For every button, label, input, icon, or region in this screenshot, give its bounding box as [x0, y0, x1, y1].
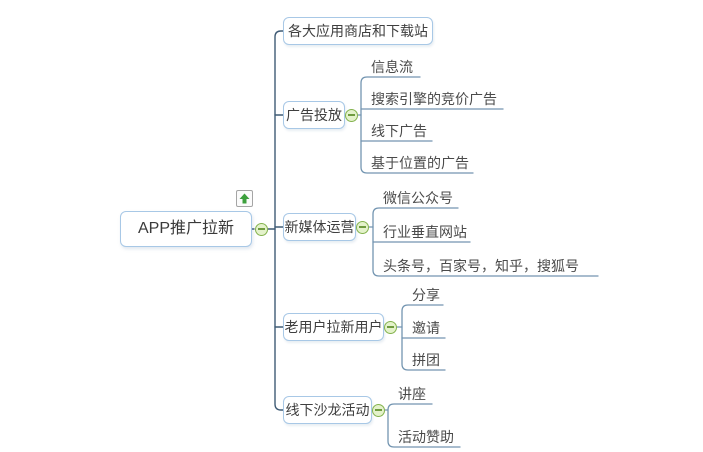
subtopic-offline-ads[interactable]: 线下广告 [371, 123, 427, 139]
branch-topic-app-stores[interactable]: 各大应用商店和下载站 [283, 17, 433, 45]
collapse-minus-icon[interactable] [371, 403, 385, 417]
minus-glyph [374, 409, 382, 411]
branch-topic-new-media[interactable]: 新媒体运营 [283, 213, 356, 241]
collapse-minus-icon[interactable] [383, 320, 397, 334]
branch-topic-offline-salon[interactable]: 线下沙龙活动 [283, 396, 372, 424]
minus-glyph [386, 326, 394, 328]
collapse-minus-icon[interactable] [344, 108, 358, 122]
collapse-minus-icon[interactable] [355, 220, 369, 234]
subtopic-share[interactable]: 分享 [412, 287, 440, 303]
subtopic-invite[interactable]: 邀请 [412, 320, 440, 336]
up-arrow-icon[interactable] [236, 190, 253, 207]
subtopic-wechat-official[interactable]: 微信公众号 [383, 190, 453, 206]
up-arrow-glyph [239, 193, 250, 204]
subtopic-search-bidding-ads[interactable]: 搜索引擎的竞价广告 [371, 91, 497, 107]
subtopic-info-feed[interactable]: 信息流 [371, 59, 413, 75]
minus-glyph [257, 228, 265, 230]
subtopic-event-sponsorship[interactable]: 活动赞助 [398, 429, 454, 445]
subtopic-location-ads[interactable]: 基于位置的广告 [371, 155, 469, 171]
root-topic[interactable]: APP推广拉新 [120, 211, 252, 247]
branch-topic-referral[interactable]: 老用户拉新用户 [283, 313, 384, 341]
minus-glyph [347, 114, 355, 116]
minus-glyph [358, 226, 366, 228]
branch-topic-ads[interactable]: 广告投放 [283, 101, 345, 129]
subtopic-content-platforms[interactable]: 头条号，百家号，知乎，搜狐号 [383, 258, 579, 274]
subtopic-group-buy[interactable]: 拼团 [412, 352, 440, 368]
subtopic-lecture[interactable]: 讲座 [398, 386, 426, 402]
collapse-minus-icon[interactable] [254, 222, 268, 236]
subtopic-vertical-sites[interactable]: 行业垂直网站 [383, 224, 467, 240]
